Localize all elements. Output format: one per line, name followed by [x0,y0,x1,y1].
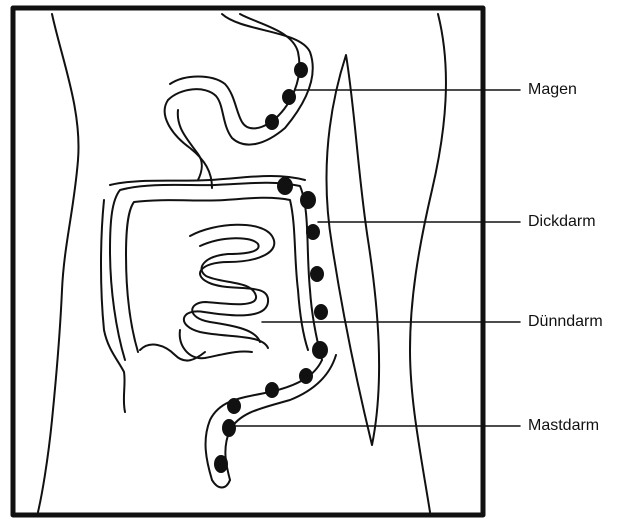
marker-dot [265,114,279,130]
small-intestine-outline [180,225,275,358]
marker-dot [314,304,328,320]
body-outline-right [410,14,446,512]
marker-dot [299,368,313,384]
marker-dot [306,224,320,240]
marker-dot [265,382,279,398]
marker-dot [227,398,241,414]
marker-dot [300,191,316,209]
muscle-strand [326,55,379,445]
body-outline-left [38,14,79,512]
marker-dot [312,341,328,359]
marker-dot [294,62,308,78]
marker-dot [282,89,296,105]
label-small-intestine: Dünndarm [528,314,603,330]
marker-dot [277,177,293,195]
label-stomach: Magen [528,82,577,98]
marker-dot [222,419,236,437]
marker-dot [214,455,228,473]
marker-dot [310,266,324,282]
label-rectum: Mastdarm [528,418,599,434]
large-intestine-outline [101,176,322,412]
diagram-frame [13,8,483,515]
label-large-intestine: Dickdarm [528,214,596,230]
